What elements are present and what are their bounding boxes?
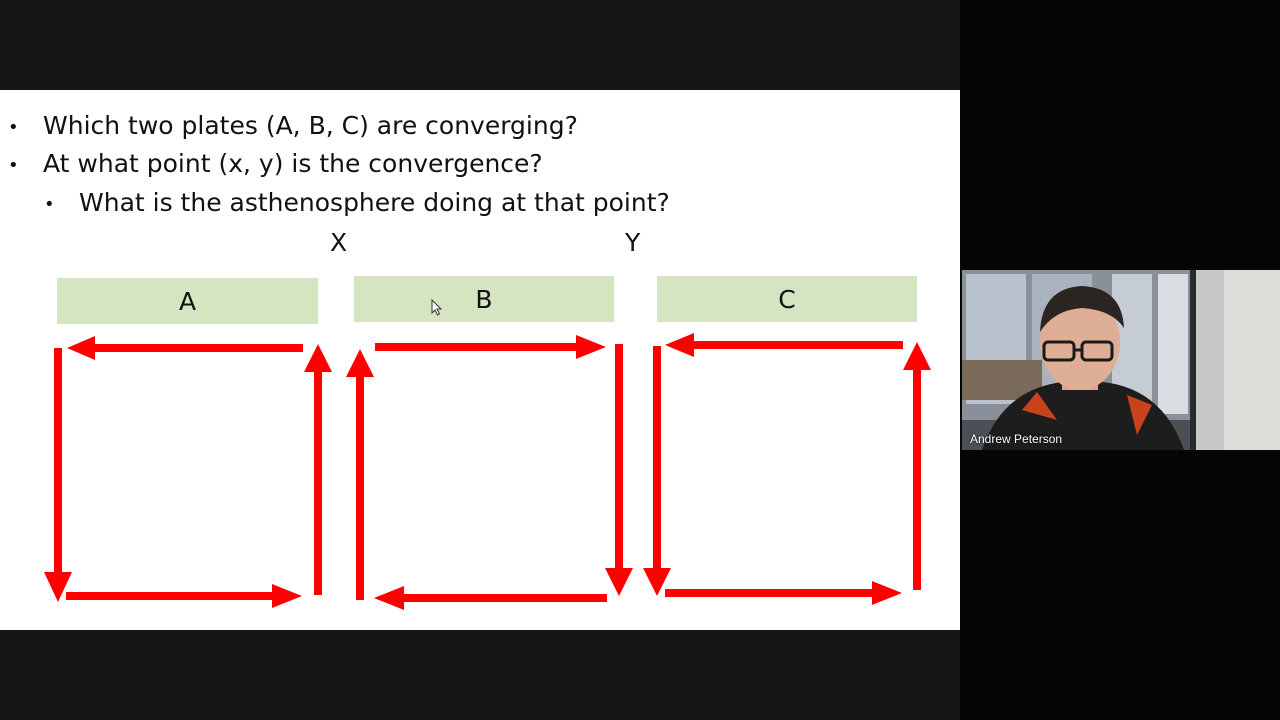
arrow-b-left xyxy=(346,349,374,600)
arrow-b-right xyxy=(605,344,633,596)
arrow-a-left xyxy=(44,348,72,602)
arrow-a-bottom xyxy=(66,584,302,608)
arrow-c-bottom xyxy=(665,581,902,605)
bullet-1-text: Which two plates (A, B, C) are convergin… xyxy=(43,111,578,140)
bullet-dot: • xyxy=(8,117,19,138)
participant-video-feed xyxy=(962,270,1280,450)
sub-bullet-1-text: What is the asthenosphere doing at that … xyxy=(79,188,670,217)
arrow-c-left xyxy=(643,346,671,596)
convection-arrows xyxy=(44,333,931,610)
bullet-dot: • xyxy=(44,194,55,215)
plate-b: B xyxy=(354,276,614,322)
arrow-a-top xyxy=(67,336,303,360)
arrow-c-top xyxy=(665,333,903,357)
mouse-cursor-icon xyxy=(431,299,443,316)
bullet-2-text: At what point (x, y) is the convergence? xyxy=(43,149,543,178)
arrow-b-top xyxy=(375,335,606,359)
arrow-b-bottom xyxy=(374,586,607,610)
point-label-y: Y xyxy=(625,228,641,257)
participant-name-label: Andrew Peterson xyxy=(970,432,1063,446)
plate-c: C xyxy=(657,276,917,322)
participant-video-tile[interactable]: Andrew Peterson xyxy=(962,270,1280,450)
plate-a: A xyxy=(57,278,318,324)
arrow-c-right xyxy=(903,342,931,590)
bullet-dot: • xyxy=(8,155,19,176)
point-label-x: X xyxy=(330,228,348,257)
shared-screen-area: • Which two plates (A, B, C) are converg… xyxy=(0,90,960,630)
presentation-slide: • Which two plates (A, B, C) are converg… xyxy=(0,90,960,630)
arrow-a-right xyxy=(304,344,332,595)
